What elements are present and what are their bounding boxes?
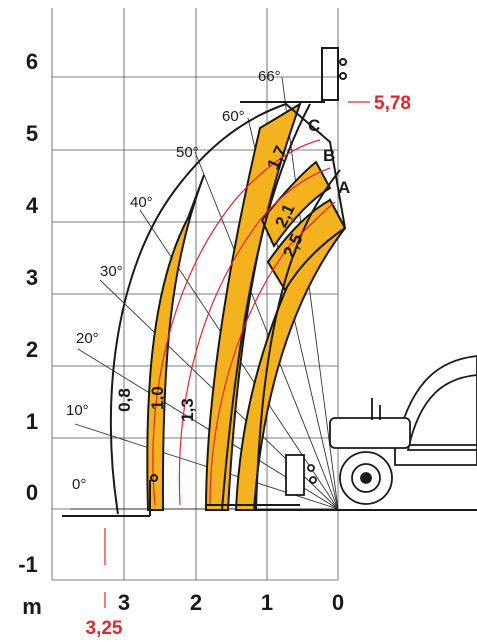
position-label: A xyxy=(338,178,350,197)
zone-1-0 xyxy=(146,174,205,511)
angle-label: 60° xyxy=(222,108,245,125)
angle-label: 0° xyxy=(72,476,86,493)
zone-2-1 xyxy=(260,160,332,249)
load-labels: 0,8 1,0 1,3 2,5 2,1 1,7 xyxy=(115,143,307,422)
x-tick: 3 xyxy=(118,590,130,615)
y-tick: 4 xyxy=(26,193,39,218)
envelope xyxy=(109,102,346,515)
y-tick: 0 xyxy=(26,480,38,505)
x-tick: 2 xyxy=(190,590,202,615)
x-tick: 0 xyxy=(332,590,344,615)
telehandler-illustration xyxy=(285,355,477,505)
angle-label: 20° xyxy=(76,330,99,347)
angle-label: 30° xyxy=(100,263,123,280)
angle-label: 66° xyxy=(258,68,281,85)
y-tick: 6 xyxy=(26,49,38,74)
y-tick: 5 xyxy=(26,121,38,146)
load-label: 1,0 xyxy=(148,386,167,410)
position-label: C xyxy=(308,116,320,135)
angle-label: 40° xyxy=(130,194,153,211)
position-label: B xyxy=(323,146,335,165)
load-label: 1,3 xyxy=(178,398,197,422)
x-axis-unit: m xyxy=(22,594,42,619)
y-axis-labels: 6 5 4 3 2 1 0 -1 xyxy=(18,49,39,577)
y-tick: 2 xyxy=(26,337,38,362)
y-tick: 1 xyxy=(26,409,38,434)
max-height-value: 5,78 xyxy=(374,93,411,114)
red-leaders xyxy=(104,101,370,608)
zone-1-3 xyxy=(204,101,302,511)
red-arcs xyxy=(152,139,336,506)
x-axis-labels: m 3 2 1 0 xyxy=(22,590,344,619)
y-tick: 3 xyxy=(26,265,38,290)
angle-label: 50° xyxy=(176,144,199,161)
forks xyxy=(62,47,477,517)
load-zones xyxy=(146,101,347,511)
angle-labels: 0° 10° 20° 30° 40° 50° 60° 66° xyxy=(66,68,281,493)
angle-label: 10° xyxy=(66,402,89,419)
max-reach-value: 3,25 xyxy=(86,618,123,639)
y-tick: -1 xyxy=(18,552,38,577)
boom-positions: A B C xyxy=(308,116,350,197)
load-label: 0,8 xyxy=(115,388,134,412)
x-tick: 1 xyxy=(261,590,273,615)
